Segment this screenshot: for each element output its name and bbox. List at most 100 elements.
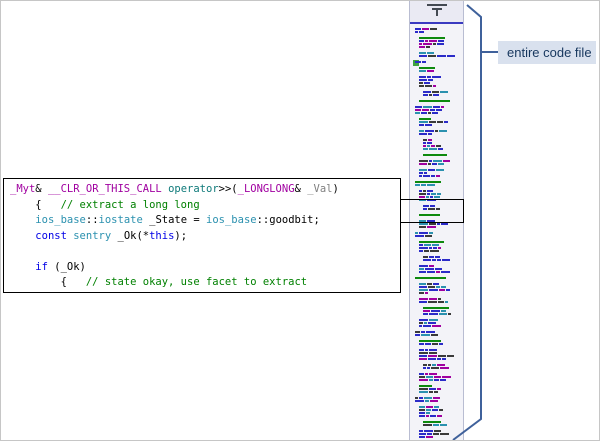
change-marker <box>413 60 419 66</box>
minimap-row <box>415 28 438 30</box>
minimap-row <box>419 244 440 246</box>
minimap-row <box>423 139 433 141</box>
minimap-row <box>419 55 456 57</box>
minimap-row <box>419 289 451 291</box>
minimap-row <box>415 112 439 114</box>
minimap-row <box>415 106 445 108</box>
minimap-row <box>419 268 443 270</box>
code-line: if (_Ok) <box>35 260 86 273</box>
minimap-row <box>423 91 449 93</box>
minimap-row <box>415 184 436 186</box>
minimap-row <box>419 373 438 375</box>
minimap-row <box>419 298 442 300</box>
minimap-row <box>419 376 452 378</box>
minimap-row <box>419 169 445 171</box>
minimap-row <box>419 79 434 81</box>
minimap-row <box>415 235 433 237</box>
minimap-row <box>419 385 433 387</box>
minimap-row <box>419 67 436 69</box>
minimap-row <box>423 208 441 210</box>
callout-label: entire code file <box>498 41 596 64</box>
minimap-row <box>415 109 443 111</box>
minimap-row <box>419 433 450 435</box>
minimap-row <box>419 214 441 216</box>
minimap-row <box>419 430 442 432</box>
minimap-row <box>419 82 431 84</box>
minimap-row <box>419 247 442 249</box>
minimap-row <box>419 343 444 345</box>
minimap-row <box>419 175 441 177</box>
minimap-row <box>423 307 450 309</box>
minimap-row <box>419 286 447 288</box>
code-line: const sentry _Ok(*this); <box>35 229 188 242</box>
minimap-row <box>419 124 433 126</box>
minimap-row <box>419 130 448 132</box>
minimap-row <box>419 118 432 120</box>
minimap-row <box>423 367 450 369</box>
minimap-row <box>423 364 446 366</box>
minimap-row <box>419 355 455 357</box>
minimap-row <box>423 424 448 426</box>
minimap-row <box>419 199 437 201</box>
minimap-row <box>415 61 427 63</box>
minimap-row <box>419 301 449 303</box>
minimap-row <box>419 226 437 228</box>
minimap-row <box>419 121 449 123</box>
minimap-row <box>419 241 445 243</box>
code-line: { // state okay, use facet to extract <box>10 276 308 288</box>
minimap-row <box>419 37 446 39</box>
minimap-row <box>423 94 440 96</box>
minimap-row <box>419 283 440 285</box>
minimap-row <box>423 142 433 144</box>
minimap-row <box>419 196 441 198</box>
minimap-row <box>419 223 449 225</box>
minimap-row <box>423 205 436 207</box>
code-line: { // extract a long long <box>10 198 200 211</box>
minimap-row <box>415 397 441 399</box>
minimap-row <box>419 319 439 321</box>
minimap-row <box>415 334 439 336</box>
minimap-row <box>419 409 444 411</box>
caret-position-line <box>410 22 463 24</box>
minimap-row <box>423 259 451 261</box>
code-line <box>10 244 400 260</box>
minimap-row <box>419 163 445 165</box>
code-line: ios_base::iostate _State = ios_base::goo… <box>35 214 320 226</box>
minimap-row <box>419 43 445 45</box>
minimap-row <box>423 148 444 150</box>
minimap-row <box>419 190 434 192</box>
minimap-row <box>419 292 429 294</box>
minimap-row <box>415 181 442 183</box>
minimap-row <box>419 322 437 324</box>
code-box: _Myt& __CLR_OR_THIS_CALL operator>>(_LON… <box>3 178 401 293</box>
minimap-row <box>419 172 428 174</box>
minimap-row <box>419 193 442 195</box>
minimap-row <box>419 340 442 342</box>
minimap-row <box>419 40 445 42</box>
minimap-row <box>419 250 440 252</box>
minimap-row <box>419 406 440 408</box>
minimap-header <box>410 1 463 22</box>
minimap-row <box>415 232 434 234</box>
minimap-row <box>423 256 441 258</box>
minimap-row <box>419 85 437 87</box>
minimap-row <box>419 46 431 48</box>
minimap-row <box>419 391 439 393</box>
minimap-row <box>415 331 436 333</box>
minimap-viewport-marker[interactable] <box>400 199 464 223</box>
minimap-row <box>419 100 451 102</box>
minimap-row <box>419 358 447 360</box>
minimap-row <box>415 31 425 33</box>
minimap-row <box>419 349 438 351</box>
minimap-row <box>419 415 443 417</box>
minimap-row <box>419 70 435 72</box>
minimap-row <box>419 265 435 267</box>
minimap-row <box>419 325 442 327</box>
minimap-row <box>423 145 442 147</box>
minimap-row <box>419 379 447 381</box>
minimap-row <box>415 277 447 279</box>
minimap-row <box>423 310 447 312</box>
minimap-row <box>419 52 435 54</box>
minimap-row <box>419 412 431 414</box>
